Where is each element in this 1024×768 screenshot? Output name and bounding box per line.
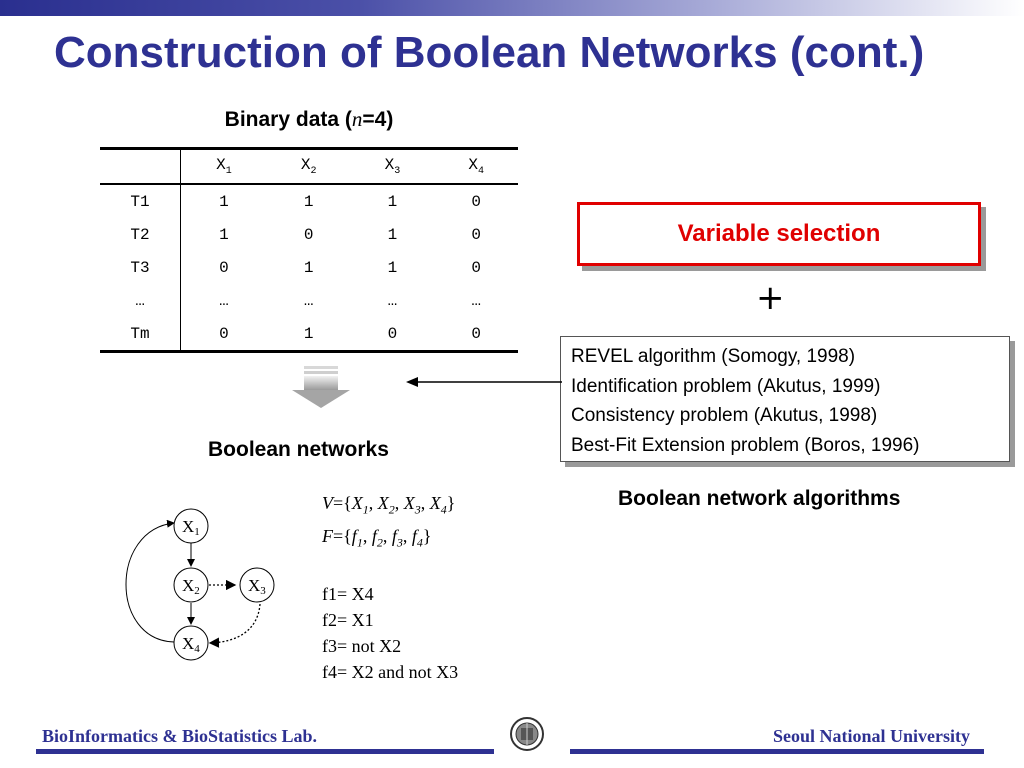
variable-selection-label: Variable selection: [677, 220, 881, 247]
university-seal-icon: [510, 717, 544, 751]
formula-f4: f4= X2 and not X3: [322, 662, 459, 683]
table-cell: …: [471, 291, 481, 310]
algorithm-item: Best-Fit Extension problem (Boros, 1996): [571, 434, 920, 456]
table-cell: 1: [387, 258, 398, 277]
table-cell: T3: [100, 251, 181, 284]
left-arrow-icon: [406, 377, 562, 387]
boolean-network-graph: X1 X2 X3 X4: [125, 508, 275, 661]
node-x4: [173, 625, 209, 661]
table-cell: 1: [303, 258, 314, 277]
node-label-x4: X4: [182, 634, 200, 655]
table-header-row: X1 X2 X3 X4: [100, 148, 518, 184]
table-cell: 0: [303, 225, 314, 244]
plus-sign: +: [756, 278, 785, 318]
table-row: T3 0 1 1 0: [100, 251, 518, 284]
table-cell: 0: [471, 258, 481, 277]
formula-f2: f2= X1: [322, 610, 374, 631]
table-cell: 0: [471, 324, 481, 343]
table-cell: 1: [303, 192, 314, 211]
table-cell: …: [303, 291, 314, 310]
formula-f1: f1= X4: [322, 584, 374, 605]
table-cell: 0: [387, 324, 398, 343]
table-cell: 1: [387, 192, 398, 211]
column-header-x4: X4: [468, 155, 484, 178]
formula-v: V={X1, X2, X3, X4}: [322, 493, 456, 517]
footer-divider-right: [570, 749, 984, 754]
table-cell: 1: [219, 192, 229, 211]
formula-f3: f3= not X2: [322, 636, 402, 657]
table-cell: 0: [219, 258, 229, 277]
network-formulas: V={X1, X2, X3, X4} F={f1, f2, f3, f4} f1…: [322, 490, 458, 685]
binary-data-table: X1 X2 X3 X4 T1 1 1 1 0 T2 1 0 1 0 T3 0 1…: [100, 147, 518, 353]
variable-selection-box: Variable selection: [577, 202, 981, 266]
table-row: Tm 0 1 0 0: [100, 317, 518, 352]
table-row: T2 1 0 1 0: [100, 218, 518, 251]
boolean-networks-caption: Boolean networks: [208, 438, 389, 461]
slide-title: Construction of Boolean Networks (cont.): [54, 28, 925, 77]
footer-lab-name: BioInformatics & BioStatistics Lab.: [42, 726, 318, 746]
table-cell: 1: [387, 225, 398, 244]
edge-x4-x1: [125, 519, 175, 643]
boolean-network-algorithms-caption: Boolean network algorithms: [618, 487, 901, 510]
column-header-x2: X2: [300, 155, 317, 178]
top-gradient-bar: [0, 0, 1024, 16]
node-x3: [239, 567, 275, 603]
formula-f: F={f1, f2, f3, f4}: [322, 525, 432, 550]
table-cell: …: [387, 291, 398, 310]
binary-data-caption: Binary data (n=4): [100, 107, 518, 132]
table-cell: 0: [471, 192, 481, 211]
footer-divider-left: [36, 749, 494, 754]
table-row: … … … … …: [100, 284, 518, 317]
node-x2: [173, 567, 209, 603]
caption-prefix: Binary data (: [224, 108, 352, 131]
table-cell: 1: [303, 324, 314, 343]
table-cell: …: [100, 284, 181, 317]
algorithm-item: Identification problem (Akutus, 1999): [571, 375, 881, 397]
node-label-x1: X1: [182, 517, 200, 538]
caption-suffix: =4): [362, 108, 394, 131]
node-x1: [173, 508, 209, 544]
column-header-x3: X3: [384, 155, 401, 178]
column-header-blank: [100, 148, 181, 184]
down-arrow-icon: [292, 366, 350, 408]
column-header-x1: X1: [216, 155, 232, 178]
footer-university-name: Seoul National University: [772, 726, 970, 746]
node-label-x2: X2: [182, 576, 200, 597]
algorithm-item: REVEL algorithm (Somogy, 1998): [571, 346, 856, 367]
node-label-x3: X3: [248, 576, 266, 597]
table-cell: Tm: [100, 317, 181, 352]
algorithm-item: Consistency problem (Akutus, 1998): [571, 405, 878, 426]
table-cell: …: [219, 291, 229, 310]
algorithms-box: REVEL algorithm (Somogy, 1998) Identific…: [560, 336, 1010, 462]
table-cell: 0: [471, 225, 481, 244]
edge-x3-x4: [208, 603, 261, 648]
table-cell: 1: [219, 225, 229, 244]
table-cell: T1: [100, 184, 181, 218]
table-cell: 0: [219, 324, 229, 343]
table-cell: T2: [100, 218, 181, 251]
table-row: T1 1 1 1 0: [100, 184, 518, 218]
caption-var: n: [351, 107, 363, 131]
